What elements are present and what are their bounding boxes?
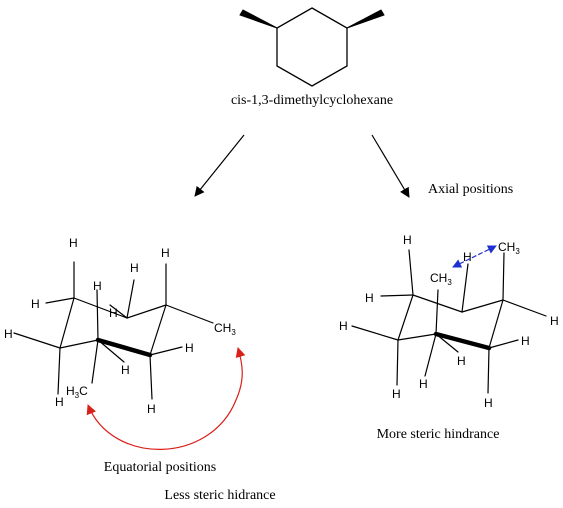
methyl-label-mid: CH3 xyxy=(430,271,452,287)
ring-bond xyxy=(59,297,75,349)
hydrogen-label: H xyxy=(55,395,64,409)
ring-bond xyxy=(397,294,414,341)
equatorial-caption: Equatorial positions xyxy=(104,460,216,475)
axial-bond xyxy=(149,354,153,400)
axial-bond xyxy=(96,289,99,341)
top-molecule: cis-1,3-dimethylcyclohexane xyxy=(231,7,393,108)
less-hindrance-caption: Less steric hidrance xyxy=(164,488,275,503)
hydrogen-label: H xyxy=(463,250,472,264)
equatorial-bond xyxy=(149,346,183,356)
methyl-wedge-right xyxy=(346,9,385,29)
hydrogen-label: H xyxy=(419,377,428,391)
hydrogen-label: H xyxy=(121,363,130,377)
ring-bond-front xyxy=(433,331,492,351)
axial-bond xyxy=(126,279,135,319)
ring-bond xyxy=(149,304,167,356)
equatorial-bond xyxy=(435,333,459,353)
methyl-label-right: CH3 xyxy=(214,321,236,337)
methyl-bond xyxy=(91,339,99,384)
hydrogen-label: H xyxy=(31,297,40,311)
methyl-bond xyxy=(165,304,214,324)
methyl-label-top: CH3 xyxy=(498,240,520,256)
hydrogen-label: H xyxy=(484,396,493,410)
equatorial-bond xyxy=(13,332,61,349)
hydrogen-label: H xyxy=(403,233,412,247)
hydrogen-label: H xyxy=(457,354,466,368)
equatorial-bond xyxy=(380,294,414,297)
diaxial-interaction-arrow xyxy=(452,245,497,268)
ring-bond xyxy=(488,299,504,349)
hydrogen-label: H xyxy=(185,341,194,355)
axial-positions-label: Axial positions xyxy=(428,182,513,197)
cyclohexane-ring xyxy=(276,7,348,87)
ring-bond xyxy=(73,297,128,319)
axial-bond xyxy=(424,333,437,377)
ring-bond-front xyxy=(95,337,153,358)
axial-bond xyxy=(487,347,490,394)
hydrogen-label: H xyxy=(392,387,401,401)
methyl-axial-bond xyxy=(435,289,439,335)
equatorial-bond xyxy=(45,297,75,304)
hydrogen-label: H xyxy=(521,334,530,348)
molecule-name: cis-1,3-dimethylcyclohexane xyxy=(231,93,393,108)
axial-bond xyxy=(408,249,414,296)
ring-bond xyxy=(59,339,99,349)
hydrogen-label: H xyxy=(550,314,559,328)
methyl-wedge-left xyxy=(239,9,278,29)
hydrogen-label: H xyxy=(93,279,102,293)
ring-bond xyxy=(126,304,167,319)
ring-bond xyxy=(397,333,437,341)
left-chair: H H H H H H H H H H H CH3 H3C Equatorial… xyxy=(4,236,276,503)
axial-bond xyxy=(57,347,61,395)
equatorial-bond xyxy=(488,339,519,349)
hydrogen-label: H xyxy=(365,291,374,305)
axial-bond xyxy=(461,263,469,313)
hydrogen-label: H xyxy=(161,246,170,260)
hydrogen-label: H xyxy=(130,261,139,275)
hydrogen-label: H xyxy=(69,236,78,250)
equatorial-bond xyxy=(351,325,399,341)
hydrogen-label: H xyxy=(109,306,118,320)
hydrogen-label: H xyxy=(147,402,156,416)
methyl-axial-bond xyxy=(502,252,505,301)
ring-bond xyxy=(461,299,504,313)
axial-bond xyxy=(396,339,399,386)
arrow-to-equatorial xyxy=(194,134,245,197)
right-chair: H H H H H H H H H H CH3 CH3 Axial positi… xyxy=(339,182,559,442)
equatorial-bond xyxy=(109,304,128,319)
methyl-label-left: H3C xyxy=(66,384,88,400)
hydrogen-label: H xyxy=(339,319,348,333)
equatorial-double-arrow xyxy=(86,347,246,450)
arrow-to-axial xyxy=(371,134,410,198)
hydrogen-label: H xyxy=(4,327,13,341)
equatorial-bond xyxy=(502,299,547,317)
more-hindrance-caption: More steric hindrance xyxy=(377,427,500,442)
